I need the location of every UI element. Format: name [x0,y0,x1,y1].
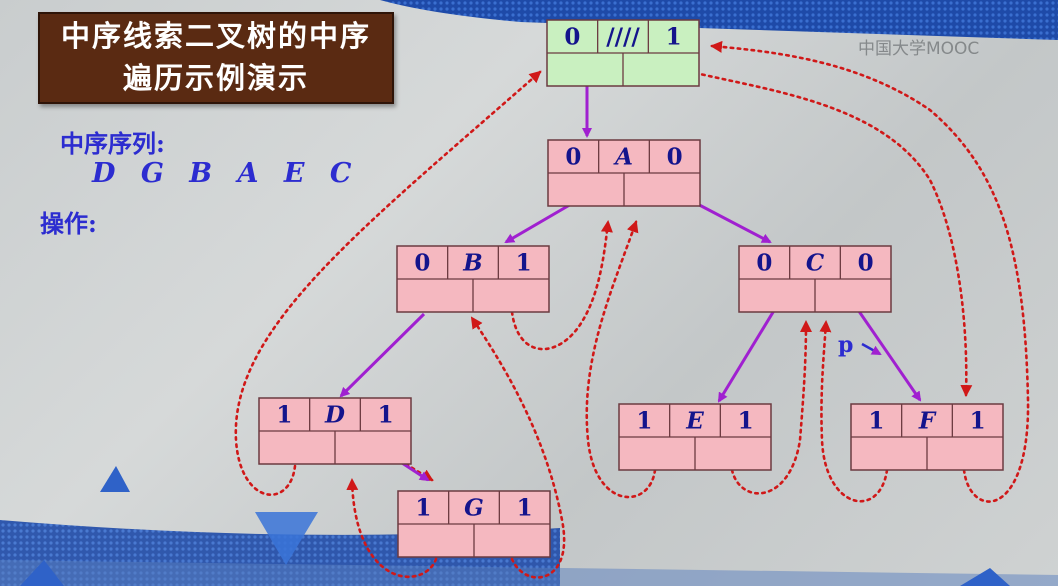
thread-arrow-G-left-to-D [346,478,438,579]
thread-arrow-D-left-to-head [234,70,542,496]
node-G-rtag: 1 [517,495,533,522]
child-arrow-C-to-E [717,303,780,403]
node-G-data: G [464,495,484,522]
thread-arrow-E-right-to-C [730,320,812,495]
child-arrow-B-to-D [339,312,426,398]
node-E-ltag: 1 [636,408,652,435]
node-E-rtag: 1 [738,408,754,435]
tree-node-A: 0 A 0 [547,139,701,207]
triangle-decoration [100,466,130,492]
title-box: 中序线索二叉树的中序 遍历示例演示 [38,12,394,104]
node-C-ltag: 0 [756,250,772,277]
pointer-arrow [861,342,882,356]
pointer-label: p [838,332,854,358]
thread-arrow-B-right-to-A [510,220,613,351]
operation-label: 操作: [40,209,97,238]
triangle-decoration-4 [960,568,1010,586]
node-B-ltag: 0 [414,250,430,277]
node-head-ltag: 0 [564,24,580,51]
node-F-rtag: 1 [970,408,986,435]
tree-node-G: 1 G 1 [397,490,551,558]
thread-arrow-F-left-to-C [819,320,889,503]
sequence-label: 中序序列: [60,129,165,158]
watermark: 中国大学MOOC [858,39,980,59]
node-head-data: //// [606,24,640,51]
node-F-data: F [918,408,937,435]
sequence-values: D G B A E C [92,158,354,189]
node-D-rtag: 1 [378,402,394,429]
node-D-data: D [324,402,345,429]
tree-node-E: 1 E 1 [618,403,772,471]
node-head-rtag: 1 [666,24,682,51]
triangle-decoration-3 [20,560,64,586]
thread-arrow-G-right-to-B [470,316,566,579]
node-B-rtag: 1 [516,250,532,277]
title-line-1: 中序线索二叉树的中序 [60,19,371,53]
tree-node-B: 0 B 1 [396,245,550,313]
node-A-data: A [613,144,633,171]
top-dotted-band [380,0,1058,40]
thread-arrow-E-left-to-A [585,220,657,499]
tree-node-F: 1 F 1 [850,403,1004,471]
node-C-rtag: 0 [858,250,874,277]
title-line-2: 遍历示例演示 [122,61,309,95]
node-B-data: B [462,250,482,277]
node-C-data: C [806,250,825,277]
node-A-ltag: 0 [565,144,581,171]
node-F-ltag: 1 [868,408,884,435]
thread-arrow-F-right-to-head [710,40,1030,503]
bottom-band [0,560,1058,586]
tree-node-head: 0 //// 1 [546,19,700,87]
node-E-data: E [685,408,704,435]
tree-node-D: 1 D 1 [258,397,412,465]
tree-node-C: 0 C 0 [738,245,892,313]
child-arrow-C-to-F [852,303,922,402]
thread-arrow-head-right-to-head [673,66,973,397]
node-D-ltag: 1 [276,402,292,429]
node-A-rtag: 0 [667,144,683,171]
node-G-ltag: 1 [415,495,431,522]
triangle-decoration-2 [255,512,318,565]
